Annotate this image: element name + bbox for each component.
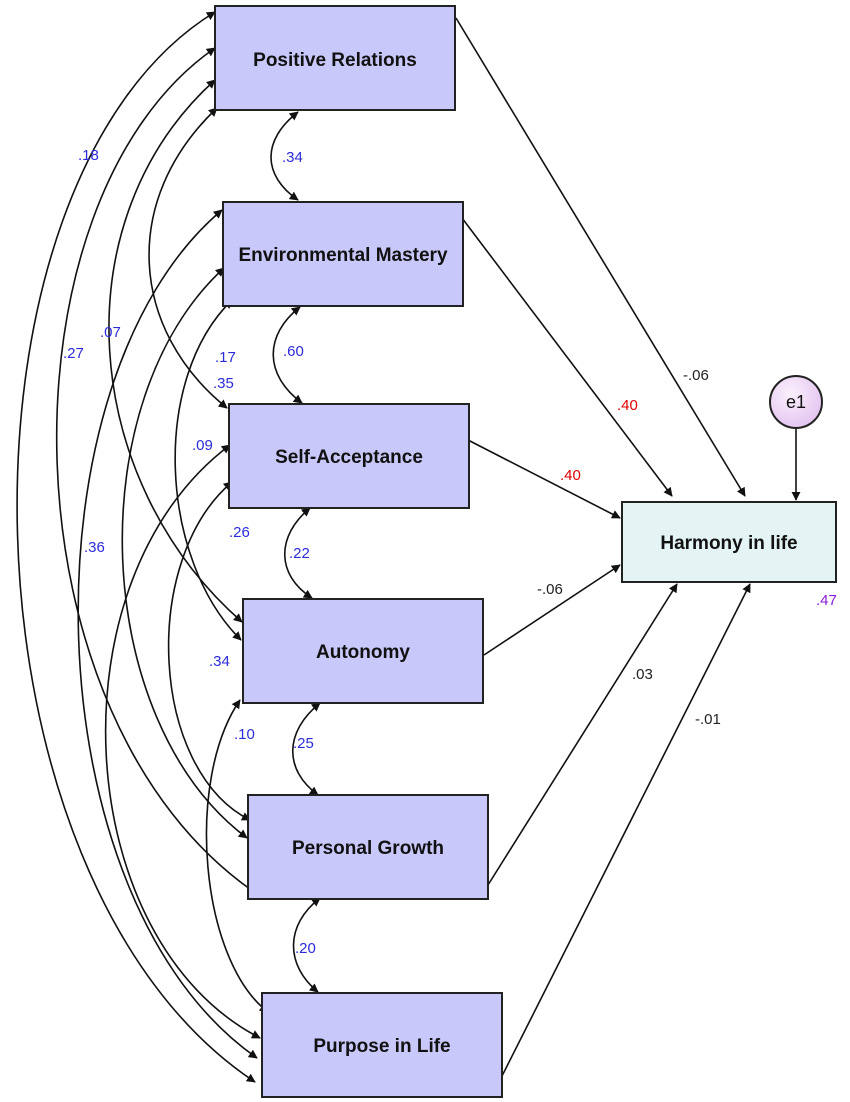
corr-arc-em-pg	[121, 267, 248, 839]
correlation-coefficients: .34 .60 .22 .25 .20 .18 .27 .07 .35 .36 …	[63, 147, 316, 957]
corr-arc-em-au	[174, 299, 242, 641]
corr-arc-sa-au	[283, 507, 313, 599]
corr-arc-pr-pl	[16, 11, 256, 1083]
corr-arc-pr-au	[108, 79, 243, 623]
corr-em-pl: .36	[84, 539, 105, 556]
regression-paths	[455, 17, 801, 1081]
corr-au-pg: .25	[293, 735, 314, 752]
label-harmony-in-life: Harmony in life	[660, 533, 797, 554]
label-self-acceptance: Self-Acceptance	[275, 447, 423, 468]
label-purpose-in-life: Purpose in Life	[313, 1036, 450, 1057]
box-purpose-in-life: Purpose in Life	[261, 992, 503, 1098]
box-positive-relations: Positive Relations	[214, 5, 456, 111]
path-au-harmony	[483, 564, 621, 656]
adjacent-correlation-arcs	[270, 111, 321, 993]
corr-arc-sa-pg	[167, 481, 251, 821]
path-pg-harmony	[487, 583, 678, 886]
coef-pl-harmony: -.01	[695, 711, 721, 728]
corr-em-au: .09	[192, 437, 213, 454]
corr-pr-em: .34	[282, 149, 303, 166]
coef-pg-harmony: .03	[632, 666, 653, 683]
corr-pr-au: .07	[100, 324, 121, 341]
corr-au-pl: .10	[234, 726, 255, 743]
box-autonomy: Autonomy	[242, 598, 484, 704]
box-self-acceptance: Self-Acceptance	[228, 403, 470, 509]
box-harmony-in-life: Harmony in life	[621, 501, 837, 583]
corr-arc-pr-pg	[55, 47, 258, 895]
path-sa-harmony	[467, 439, 621, 519]
label-positive-relations: Positive Relations	[253, 50, 417, 71]
coef-sa-harmony: .40	[560, 467, 581, 484]
corr-sa-pg: .26	[229, 524, 250, 541]
r-squared-harmony: .47	[816, 592, 837, 609]
corr-pr-pl: .18	[78, 147, 99, 164]
coef-pr-harmony: -.06	[683, 367, 709, 384]
path-pl-harmony	[499, 583, 751, 1081]
label-e1: e1	[786, 392, 806, 412]
label-autonomy: Autonomy	[316, 642, 410, 663]
corr-sa-au: .22	[289, 545, 310, 562]
corr-arc-au-pl	[205, 699, 269, 1013]
coef-em-harmony: .40	[617, 397, 638, 414]
corr-sa-pl: .34	[209, 653, 230, 670]
box-environmental-mastery: Environmental Mastery	[222, 201, 464, 307]
corr-arc-sa-pl	[104, 444, 261, 1039]
path-coefficients: -.06 .40 .40 -.06 .03 -.01 .47	[537, 367, 837, 728]
corr-pg-pl: .20	[295, 940, 316, 957]
error-term-e1: e1	[769, 375, 823, 429]
coef-au-harmony: -.06	[537, 581, 563, 598]
corr-em-sa: .60	[283, 343, 304, 360]
corr-arc-pr-sa	[148, 107, 228, 409]
box-personal-growth: Personal Growth	[247, 794, 489, 900]
path-em-harmony	[461, 217, 673, 497]
corr-arc-pg-pl	[292, 897, 321, 993]
correlation-arcs	[16, 11, 269, 1083]
corr-arc-em-pl	[77, 209, 258, 1059]
corr-pr-pg: .27	[63, 345, 84, 362]
corr-pr-sa: .35	[213, 375, 234, 392]
label-environmental-mastery: Environmental Mastery	[238, 245, 447, 266]
path-pr-harmony	[455, 17, 746, 497]
corr-arc-au-pg	[291, 702, 321, 796]
corr-arc-em-sa	[272, 306, 303, 404]
corr-arc-pr-em	[270, 111, 299, 201]
label-personal-growth: Personal Growth	[292, 838, 444, 859]
corr-em-pg: .17	[215, 349, 236, 366]
